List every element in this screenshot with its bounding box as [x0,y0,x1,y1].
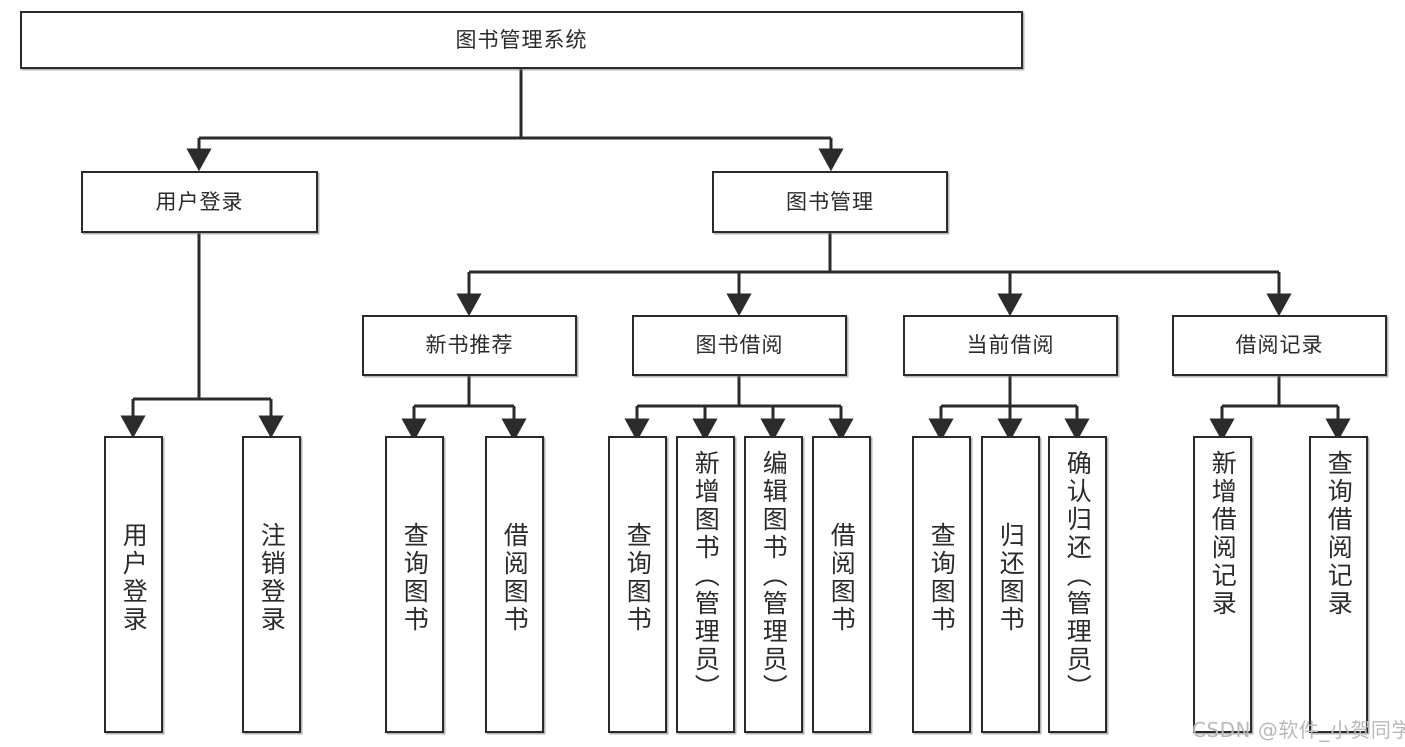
node-current-borrow[interactable]: 当前借阅 [903,315,1118,376]
node-book-manage-label: 图书管理 [786,189,874,214]
node-current-borrow-label: 当前借阅 [966,333,1055,358]
node-leaf-user-logout-label: 注销登录 [257,522,287,634]
node-book-borrow-label: 图书借阅 [695,333,784,358]
node-leaf-borrow-book-2-label: 借阅图书 [827,522,857,634]
node-leaf-confirm-return-admin-label: 确认归还（管理员） [1063,450,1093,702]
node-leaf-borrow-book-1-label: 借阅图书 [500,522,530,634]
node-leaf-return-book-label: 归还图书 [996,522,1026,634]
node-leaf-add-book-admin-label: 新增图书（管理员） [691,450,721,702]
node-leaf-borrow-book-1[interactable]: 借阅图书 [485,436,544,733]
node-book-borrow[interactable]: 图书借阅 [632,315,847,376]
node-leaf-confirm-return-admin[interactable]: 确认归还（管理员） [1048,436,1107,733]
node-leaf-add-borrow-record[interactable]: 新增借阅记录 [1193,436,1252,733]
node-leaf-user-logout[interactable]: 注销登录 [242,436,301,733]
node-leaf-query-borrow-record[interactable]: 查询借阅记录 [1309,436,1368,733]
node-leaf-user-login[interactable]: 用户登录 [104,436,163,733]
node-new-book-recommend[interactable]: 新书推荐 [362,315,577,376]
node-borrow-record[interactable]: 借阅记录 [1172,315,1387,376]
node-leaf-add-borrow-record-label: 新增借阅记录 [1208,450,1238,618]
node-root-label: 图书管理系统 [455,27,588,52]
node-leaf-query-book-3-label: 查询图书 [927,522,957,634]
node-leaf-query-book-1-label: 查询图书 [400,522,430,634]
node-leaf-add-book-admin[interactable]: 新增图书（管理员） [676,436,735,733]
node-leaf-query-book-3[interactable]: 查询图书 [912,436,971,733]
node-leaf-query-book-2-label: 查询图书 [623,522,653,634]
node-user-login-label: 用户登录 [155,189,244,214]
node-root[interactable]: 图书管理系统 [20,11,1023,69]
node-leaf-borrow-book-2[interactable]: 借阅图书 [812,436,871,733]
node-leaf-edit-book-admin-label: 编辑图书（管理员） [759,450,789,702]
node-new-book-recommend-label: 新书推荐 [425,333,514,358]
node-book-manage[interactable]: 图书管理 [712,171,948,233]
node-user-login[interactable]: 用户登录 [81,171,318,233]
node-leaf-return-book[interactable]: 归还图书 [981,436,1040,733]
node-leaf-query-borrow-record-label: 查询借阅记录 [1324,450,1354,618]
node-leaf-query-book-1[interactable]: 查询图书 [385,436,444,733]
node-borrow-record-label: 借阅记录 [1235,333,1324,358]
node-leaf-query-book-2[interactable]: 查询图书 [608,436,667,733]
node-leaf-user-login-label: 用户登录 [119,522,149,634]
watermark: CSDN @软件_小贺同学 [1192,718,1405,742]
node-leaf-edit-book-admin[interactable]: 编辑图书（管理员） [744,436,803,733]
